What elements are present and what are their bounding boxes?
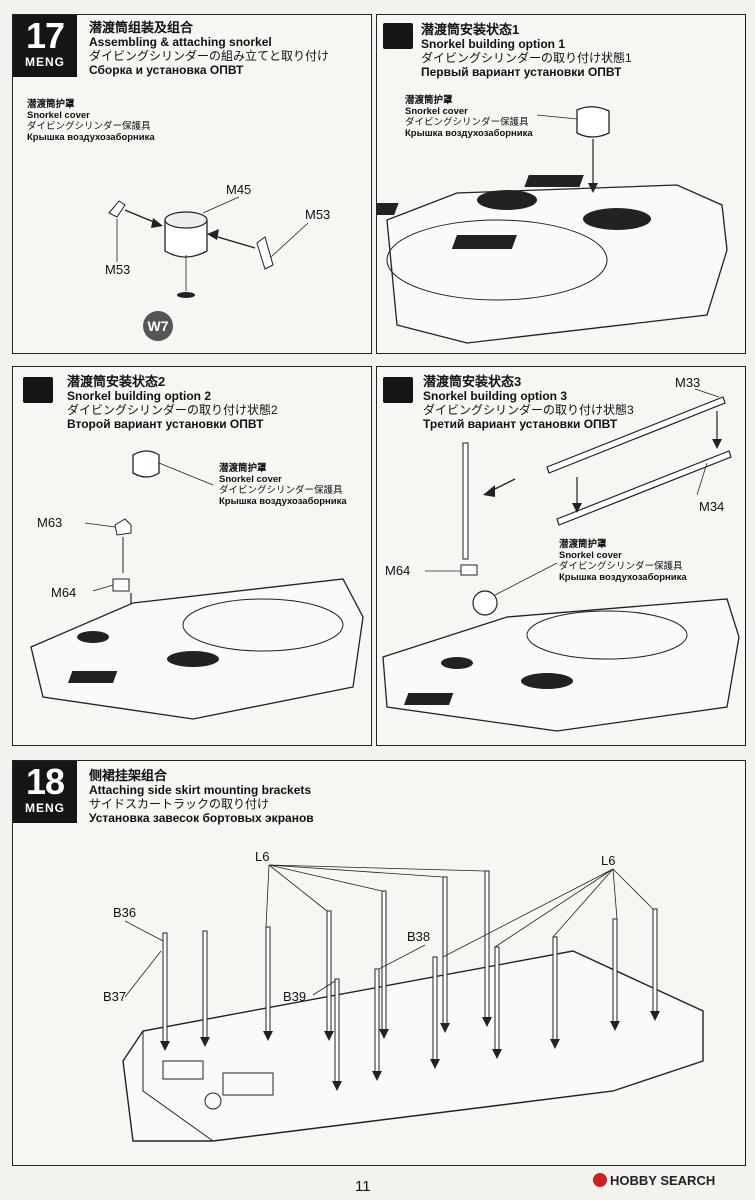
title-en: Assembling & attaching snorkel <box>89 35 272 49</box>
page-number: 11 <box>355 1178 371 1195</box>
hull-option-1-drawing <box>377 106 728 344</box>
title-ru: Установка завесок бортовых экранов <box>89 811 314 825</box>
option-3-ru: Третий вариант установки ОПВТ <box>423 417 618 431</box>
hull-option-2-drawing <box>30 450 364 720</box>
step-18-titles: 侧裙挂架组合 Attaching side skirt mounting bra… <box>89 768 314 826</box>
option-2-en: Snorkel building option 2 <box>67 389 211 403</box>
hobby-search-logo-icon <box>593 1173 607 1187</box>
title-ja: サイドスカートラックの取り付け <box>89 797 270 811</box>
step-17-badge: 17 MENG <box>13 15 77 77</box>
part-l6-label-right: L6 <box>601 853 616 868</box>
title-en: Attaching side skirt mounting brackets <box>89 783 312 797</box>
option-3-en: Snorkel building option 3 <box>423 389 567 403</box>
step-17-titles: 潜渡筒组装及组合 Assembling & attaching snorkel … <box>89 20 330 78</box>
option-swap-icon <box>23 377 53 403</box>
title-ja: ダイビングシリンダーの組み立てと取り付け <box>89 49 330 63</box>
step-18-badge: 18 MENG <box>13 761 77 823</box>
step-18-panel: 18 MENG 侧裙挂架组合 Attaching side skirt moun… <box>12 760 746 1166</box>
part-m34-label: M34 <box>699 499 725 514</box>
snorkel-cover-note: 潜渡筒护罩 Snorkel cover ダイビングシリンダー保護具 Крышка… <box>405 95 533 139</box>
part-b37-label: B37 <box>103 989 127 1004</box>
option-1-panel: 潜渡筒安装状态1 Snorkel building option 1 ダイビング… <box>376 14 746 354</box>
step-number: 18 <box>25 761 65 802</box>
option-2-ja: ダイビングシリンダーの取り付け状態2 <box>67 403 278 417</box>
part-m53-label-left: M53 <box>105 262 131 277</box>
part-m64-label: M64 <box>385 563 411 578</box>
option-2-ru: Второй вариант установки ОПВТ <box>67 417 264 431</box>
option-1-titles: 潜渡筒安装状态1 Snorkel building option 1 ダイビング… <box>421 22 632 80</box>
brand-logo: MENG <box>25 55 65 69</box>
snorkel-cover-note: 潜渡筒护罩 Snorkel cover ダイビングシリンダー保護具 Крышка… <box>219 463 347 507</box>
snorkel-cover-assembly-drawing <box>108 196 309 298</box>
option-2-panel: 潜渡筒安装状态2 Snorkel building option 2 ダイビング… <box>12 366 372 746</box>
option-swap-icon <box>383 377 413 403</box>
part-m63-label: M63 <box>37 515 63 530</box>
watermark: HOBBY SEARCH <box>593 1173 715 1188</box>
option-3-panel: 潜渡筒安装状态3 Snorkel building option 3 ダイビング… <box>376 366 746 746</box>
step-number: 17 <box>25 15 65 56</box>
part-b39-label: B39 <box>283 989 307 1004</box>
part-b38-label: B38 <box>407 929 431 944</box>
step-17-panel: 17 MENG 潜渡筒组装及组合 Assembling & attaching … <box>12 14 372 354</box>
option-2-zh: 潜渡筒安装状态2 <box>67 374 166 389</box>
title-zh: 潜渡筒组装及组合 <box>89 20 194 35</box>
option-1-en: Snorkel building option 1 <box>421 37 565 51</box>
snorkel-cover-note: 潜渡筒护罩 Snorkel cover ダイビングシリンダー保護具 Крышка… <box>559 539 687 583</box>
snorkel-cover-note: 潜渡筒护罩 Snorkel cover ダイビングシリンダー保護具 Крышка… <box>27 99 155 143</box>
option-swap-icon <box>383 23 413 49</box>
hull-option-3-drawing <box>382 388 740 732</box>
brand-logo: MENG <box>25 801 65 815</box>
part-b36-label: B36 <box>113 905 137 920</box>
option-2-titles: 潜渡筒安装状态2 Snorkel building option 2 ダイビング… <box>67 374 278 432</box>
option-1-ja: ダイビングシリンダーの取り付け状態1 <box>421 51 632 65</box>
title-ru: Сборка и установка ОПВТ <box>89 63 244 77</box>
part-m33-label: M33 <box>675 375 701 390</box>
option-3-titles: 潜渡筒安装状态3 Snorkel building option 3 ダイビング… <box>423 374 634 432</box>
part-m53-label-right: M53 <box>305 207 331 222</box>
option-1-zh: 潜渡筒安装状态1 <box>421 22 520 37</box>
part-l6-label-left: L6 <box>255 849 270 864</box>
part-m64-label: M64 <box>51 585 77 600</box>
option-3-ja: ダイビングシリンダーの取り付け状態3 <box>423 403 634 417</box>
title-zh: 侧裙挂架组合 <box>89 768 168 783</box>
w7-badge: W7 <box>143 311 173 341</box>
part-m45-label: M45 <box>226 182 252 197</box>
option-1-ru: Первый вариант установки ОПВТ <box>421 65 622 79</box>
option-3-zh: 潜渡筒安装状态3 <box>423 374 522 389</box>
side-skirt-brackets-drawing <box>122 864 704 1142</box>
